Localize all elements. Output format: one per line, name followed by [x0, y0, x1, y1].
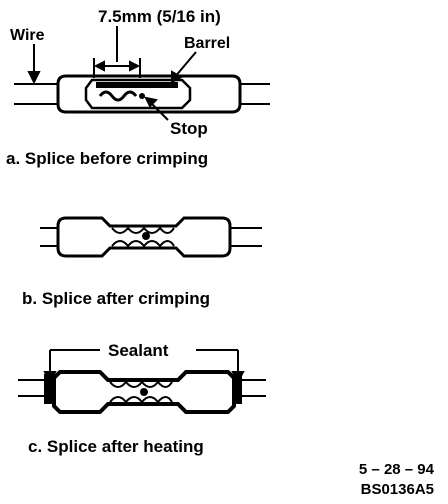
- footer-date: 5 – 28 – 94: [359, 461, 435, 478]
- wire-right-b: [228, 227, 262, 247]
- barrel-a: [84, 78, 192, 110]
- sealant-label: Sealant: [108, 341, 169, 360]
- barrel-pointer: [171, 51, 197, 84]
- wire-label: Wire: [10, 27, 45, 44]
- crimp-c: [109, 380, 173, 404]
- stop-pointer: [144, 96, 169, 121]
- wire-pointer: [27, 44, 41, 85]
- sealant-right: [232, 374, 242, 404]
- dimension-line: [93, 26, 141, 78]
- footer-code: BS0136A5: [361, 481, 434, 498]
- wire-left-a: [14, 83, 60, 105]
- panel-b: b. Splice after crimping: [22, 216, 262, 308]
- panel-a: Wire 7.5mm (5/16 in) Barrel Stop a. Spli…: [6, 7, 270, 168]
- crimp-b: [111, 226, 175, 248]
- caption-a: a. Splice before crimping: [6, 149, 208, 168]
- barrel-label: Barrel: [184, 35, 230, 52]
- dimension-label: 7.5mm (5/16 in): [98, 7, 221, 26]
- panel-c: Sealant c. Splice after heating: [18, 341, 266, 456]
- caption-c: c. Splice after heating: [28, 437, 204, 456]
- stop-label: Stop: [170, 119, 208, 138]
- caption-b: b. Splice after crimping: [22, 289, 210, 308]
